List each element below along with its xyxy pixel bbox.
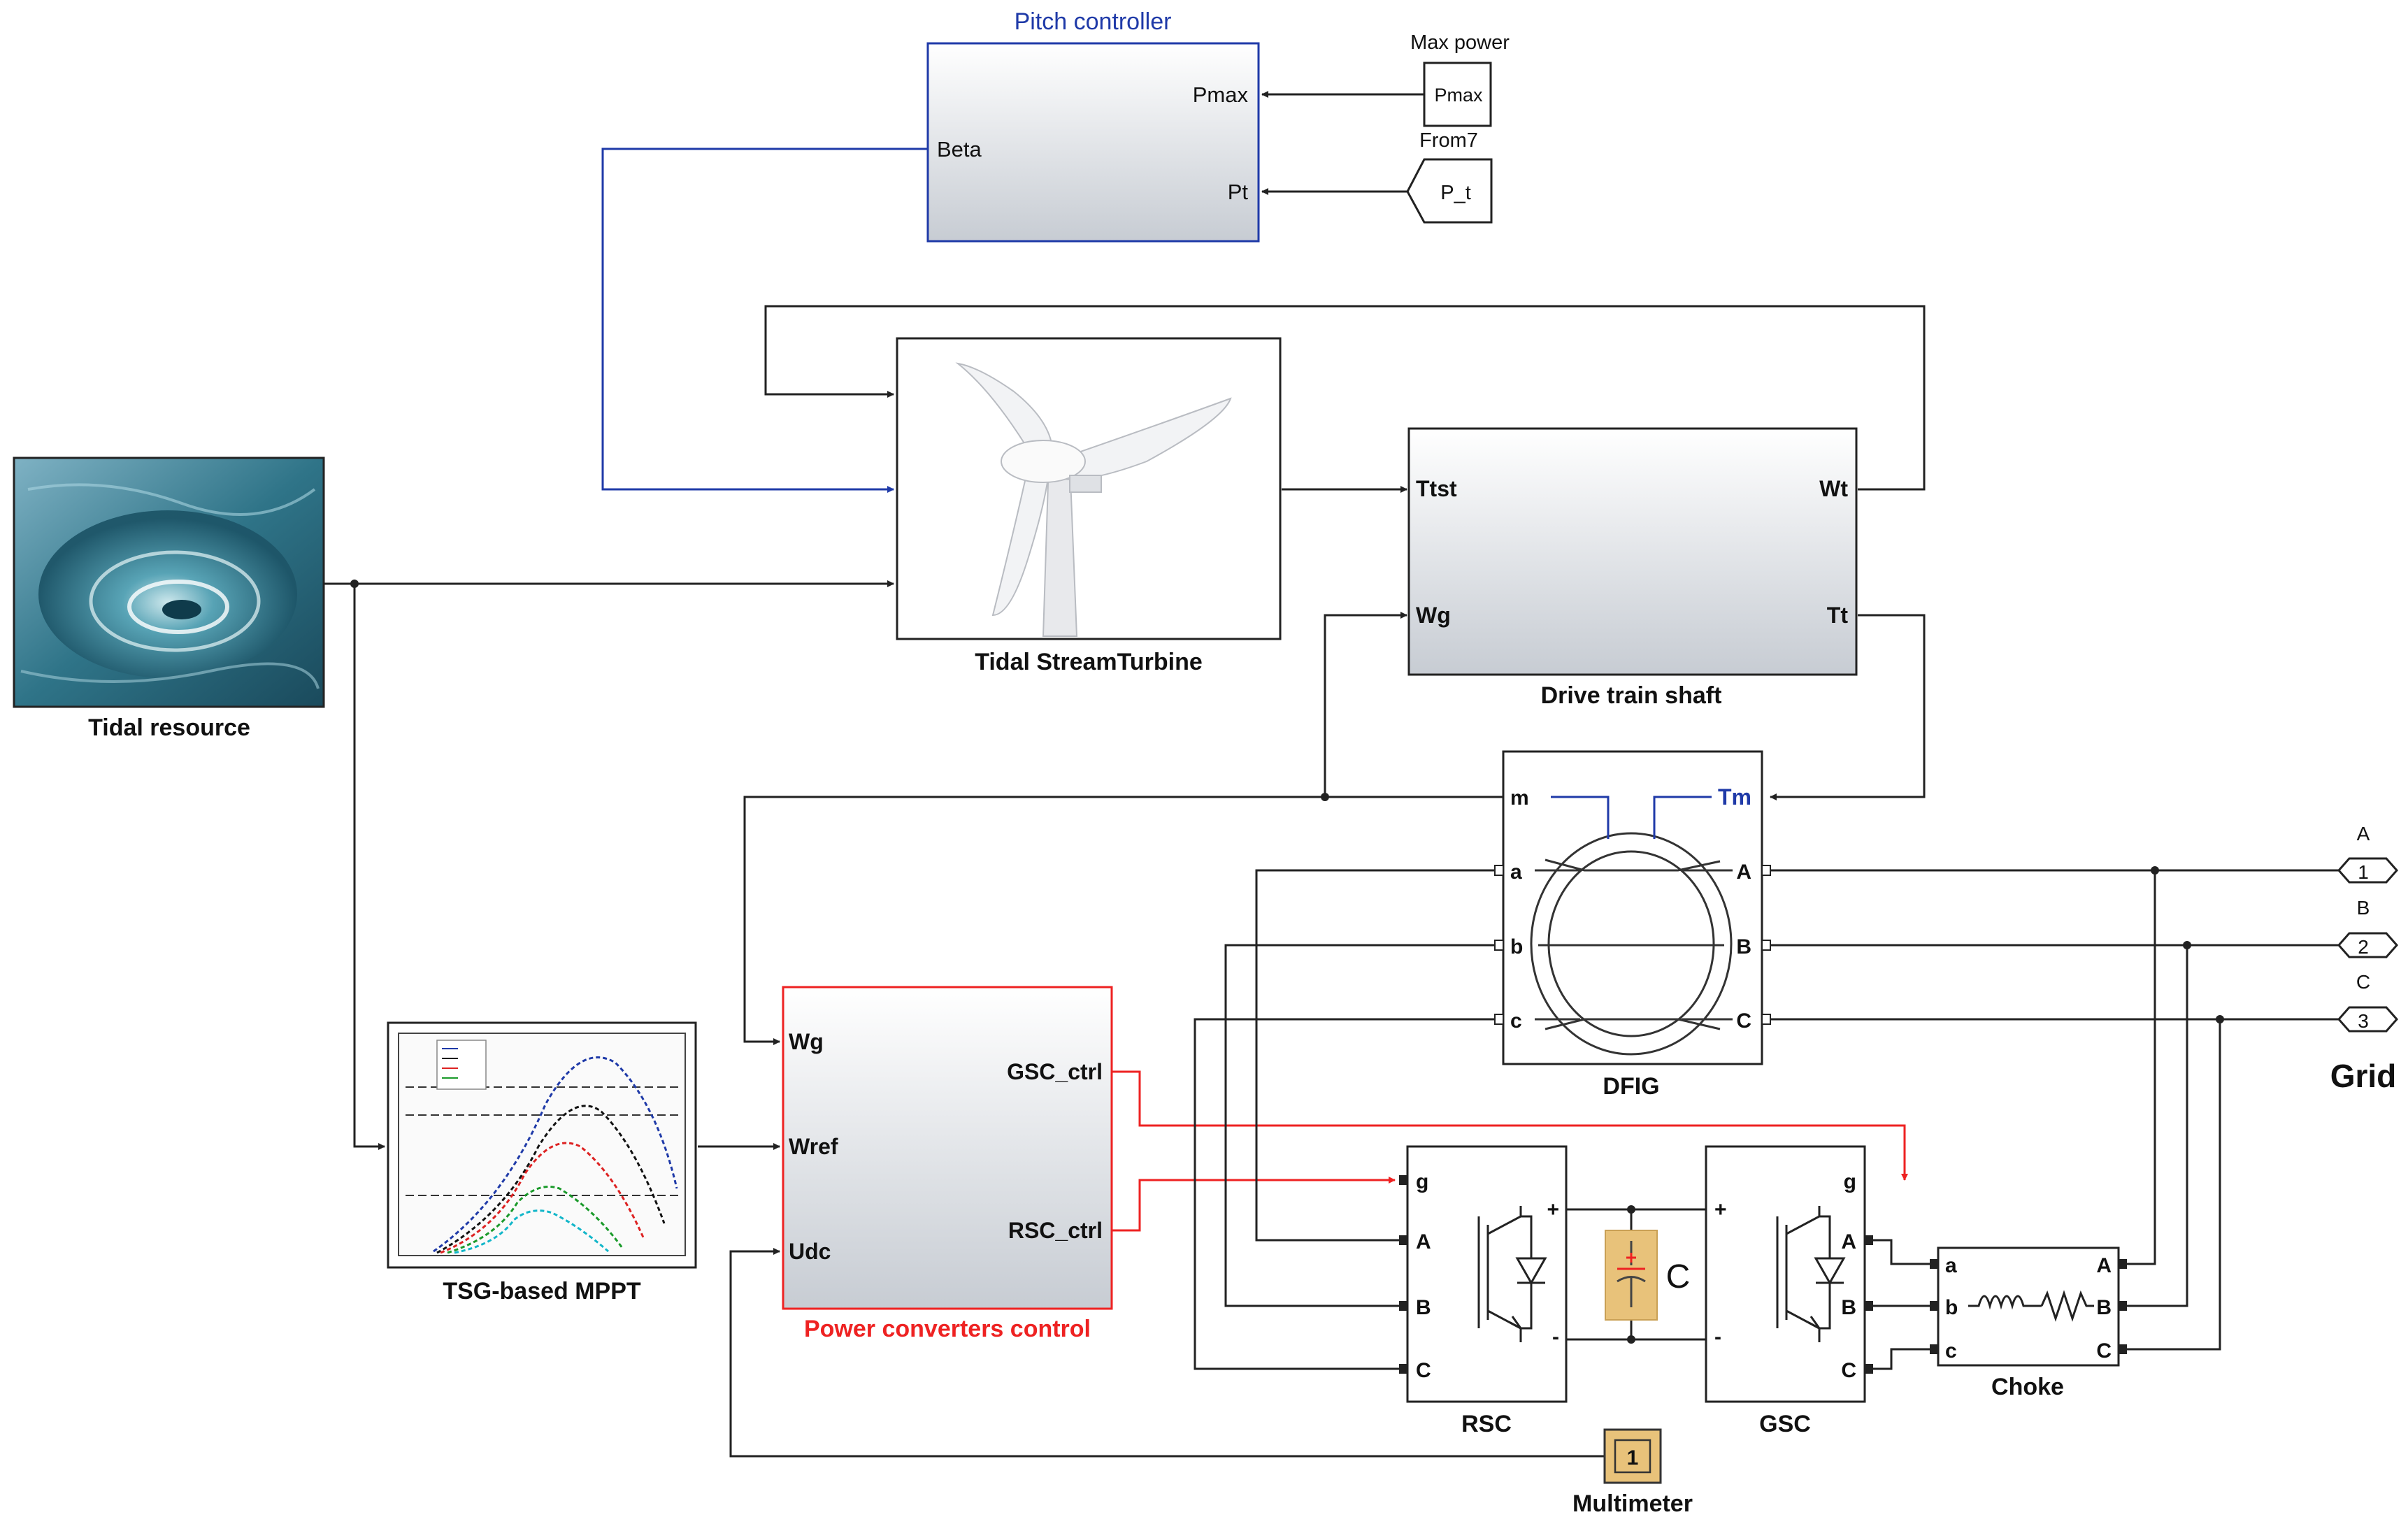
pcc-udc-port: Udc bbox=[789, 1239, 831, 1264]
pitch-pt-port: Pt bbox=[1228, 180, 1249, 204]
gsc-C-port: C bbox=[1841, 1359, 1856, 1382]
from7-value: P_t bbox=[1440, 182, 1471, 204]
grid-port-C-num: 3 bbox=[2358, 1010, 2369, 1032]
rsc-title: RSC bbox=[1461, 1411, 1512, 1437]
dfig-port-squares bbox=[1494, 865, 1771, 1025]
mppt-plot-thumbnail bbox=[398, 1033, 686, 1256]
dfig-tm-port: Tm bbox=[1718, 784, 1751, 810]
gsc-port-squares bbox=[1865, 1235, 1873, 1374]
tidal-resource-block[interactable]: Tidal resource bbox=[13, 457, 325, 741]
turbine-icon bbox=[955, 362, 1232, 637]
choke-b-port: b bbox=[1945, 1296, 1958, 1319]
grid-ports: 1 A 2 B 3 C Grid bbox=[2330, 823, 2399, 1094]
from7-block[interactable]: From7 P_t bbox=[1406, 129, 1493, 224]
dfig-machine-icon bbox=[1530, 796, 1733, 1056]
choke-a-port: a bbox=[1945, 1254, 1957, 1277]
multimeter-title: Multimeter bbox=[1572, 1490, 1693, 1517]
capacitor-icon bbox=[1617, 1241, 1646, 1307]
drive-wt-port: Wt bbox=[1819, 476, 1848, 501]
grid-port-C[interactable]: 3 C bbox=[2337, 971, 2399, 1033]
dfig-port-c: c bbox=[1510, 1009, 1522, 1033]
multimeter-value: 1 bbox=[1627, 1446, 1639, 1469]
dc-capacitor-block[interactable]: C bbox=[1605, 1230, 1691, 1321]
choke-B-port: B bbox=[2096, 1296, 2112, 1319]
mppt-title: TSG-based MPPT bbox=[443, 1278, 641, 1304]
pcc-rsc-ctrl-port: RSC_ctrl bbox=[1008, 1218, 1103, 1243]
grid-port-C-label: C bbox=[2356, 971, 2370, 993]
dfig-port-b: b bbox=[1510, 935, 1523, 958]
grid-title: Grid bbox=[2330, 1058, 2397, 1094]
dfig-m-port: m bbox=[1510, 786, 1529, 810]
choke-block[interactable]: a b c A B C Choke bbox=[1930, 1246, 2127, 1400]
max-power-value: Pmax bbox=[1434, 85, 1483, 106]
capacitor-label: C bbox=[1666, 1258, 1691, 1295]
pitch-pmax-port: Pmax bbox=[1193, 82, 1249, 107]
choke-inductor-resistor-icon bbox=[1968, 1290, 2094, 1322]
grid-port-A[interactable]: 1 A bbox=[2337, 823, 2399, 884]
max-power-block[interactable]: Max power Pmax bbox=[1410, 31, 1510, 127]
gsc-g-port: g bbox=[1844, 1170, 1856, 1193]
grid-port-B-label: B bbox=[2357, 897, 2370, 919]
max-power-title: Max power bbox=[1410, 31, 1510, 54]
rsc-block[interactable]: g A B C + - RSC bbox=[1399, 1145, 1568, 1437]
gsc-A-port: A bbox=[1841, 1230, 1856, 1253]
grid-port-A-label: A bbox=[2357, 823, 2370, 844]
rsc-port-squares bbox=[1399, 1175, 1407, 1374]
drive-wg-port: Wg bbox=[1416, 603, 1451, 628]
dfig-port-A: A bbox=[1736, 861, 1751, 884]
grid-port-A-num: 1 bbox=[2358, 861, 2369, 883]
power-converters-control-block[interactable]: Wg Wref Udc GSC_ctrl RSC_ctrl Power conv… bbox=[782, 986, 1113, 1342]
multimeter-block[interactable]: 1 Multimeter bbox=[1572, 1428, 1693, 1517]
dfig-port-C: C bbox=[1736, 1009, 1751, 1033]
drive-tt-port: Tt bbox=[1827, 603, 1849, 628]
grid-port-B-num: 2 bbox=[2358, 936, 2369, 958]
choke-port-squares bbox=[1930, 1259, 2127, 1354]
tidal-turbine-block[interactable]: Tidal StreamTurbine bbox=[896, 337, 1282, 675]
pcc-wref-port: Wref bbox=[789, 1134, 838, 1159]
from7-title: From7 bbox=[1419, 129, 1478, 152]
pitch-controller-block[interactable]: Pitch controller Pmax Pt Beta bbox=[926, 8, 1260, 243]
choke-C-port: C bbox=[2096, 1339, 2112, 1363]
dfig-port-a: a bbox=[1510, 861, 1522, 884]
dfig-block[interactable]: m Tm a b c A B C DFIG bbox=[1494, 750, 1771, 1100]
rsc-minus: - bbox=[1552, 1325, 1559, 1349]
pcc-gsc-ctrl-port: GSC_ctrl bbox=[1007, 1059, 1103, 1084]
grid-port-B[interactable]: 2 B bbox=[2337, 897, 2399, 958]
choke-title: Choke bbox=[1991, 1374, 2064, 1400]
pitch-beta-port: Beta bbox=[937, 137, 982, 161]
rsc-g-port: g bbox=[1416, 1170, 1428, 1193]
turbine-title: Tidal StreamTurbine bbox=[975, 649, 1203, 675]
tidal-resource-title: Tidal resource bbox=[88, 714, 250, 741]
signal-lines bbox=[324, 91, 2339, 1458]
whirlpool-image bbox=[20, 483, 320, 689]
rsc-B-port: B bbox=[1416, 1296, 1431, 1319]
rsc-A-port: A bbox=[1416, 1230, 1431, 1253]
rsc-plus: + bbox=[1547, 1198, 1559, 1221]
gsc-igbt-icon bbox=[1776, 1206, 1846, 1342]
pcc-title: Power converters control bbox=[804, 1316, 1091, 1342]
mppt-block[interactable]: TSG-based MPPT bbox=[387, 1021, 697, 1304]
drive-train-title: Drive train shaft bbox=[1541, 682, 1722, 709]
gsc-title: GSC bbox=[1759, 1411, 1811, 1437]
rsc-C-port: C bbox=[1416, 1359, 1431, 1382]
gsc-block[interactable]: + - g A B C GSC bbox=[1705, 1145, 1873, 1437]
gsc-plus: + bbox=[1714, 1198, 1727, 1221]
rsc-igbt-icon bbox=[1477, 1206, 1547, 1342]
pcc-wg-port: Wg bbox=[789, 1029, 824, 1054]
drive-ttst-port: Ttst bbox=[1416, 476, 1457, 501]
pitch-controller-title: Pitch controller bbox=[1015, 8, 1172, 35]
dfig-port-B: B bbox=[1736, 935, 1751, 958]
dfig-title: DFIG bbox=[1603, 1073, 1659, 1100]
junction-dots bbox=[350, 580, 2224, 1344]
drive-train-block[interactable]: Ttst Wg Wt Tt Drive train shaft bbox=[1407, 427, 1858, 709]
choke-c-port: c bbox=[1945, 1339, 1957, 1363]
gsc-minus: - bbox=[1714, 1325, 1721, 1349]
choke-A-port: A bbox=[2096, 1254, 2112, 1277]
gsc-B-port: B bbox=[1841, 1296, 1856, 1319]
